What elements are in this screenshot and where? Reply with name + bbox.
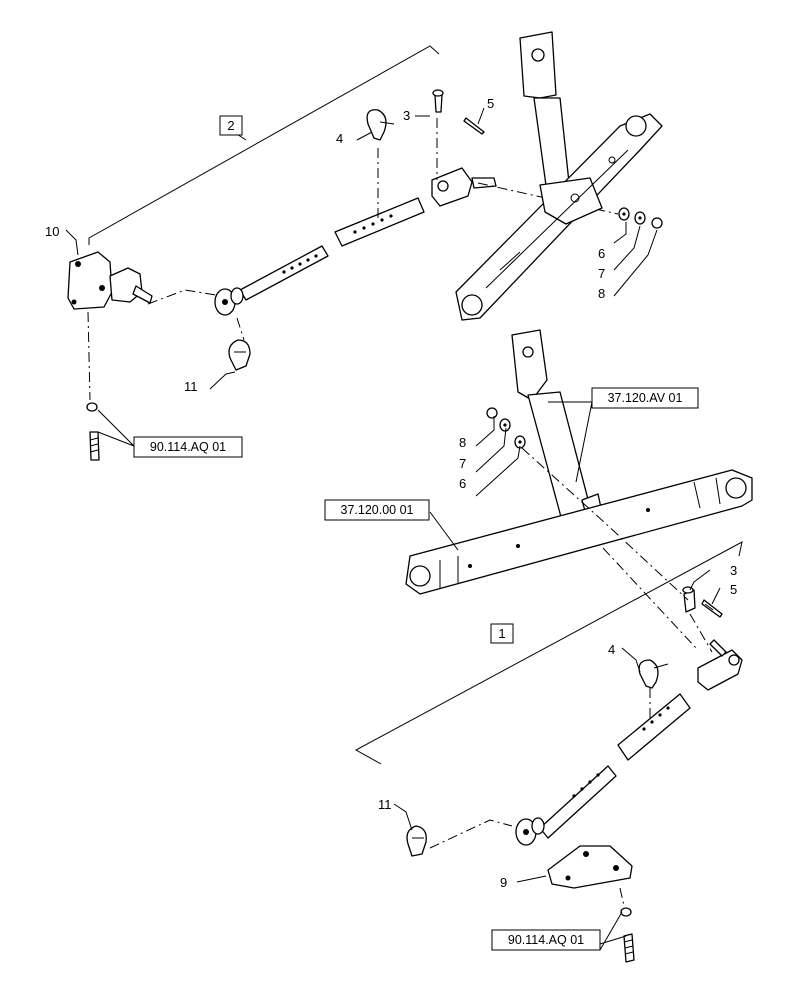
label-10: 10 [45,224,59,239]
callout-box-2 [219,115,243,136]
label-4-upper: 4 [336,131,343,146]
ref-box-lower-bolt [491,929,601,951]
label-7-upper: 7 [598,266,605,281]
upper-frame [455,31,663,321]
group-2-bracket-line [88,45,440,245]
label-5-lower: 5 [730,582,737,597]
lynch-clip-4-upper [366,109,395,141]
label-11-lower: 11 [378,797,392,812]
callout-box-1 [490,623,514,644]
label-9: 9 [500,875,507,890]
mounting-bracket-10 [67,251,153,310]
ref-vertical-link: 37.120.AV 01 [608,391,683,405]
label-5-upper: 5 [487,96,494,111]
group-1-bracket-line [354,541,743,765]
label-4-lower: 4 [608,642,615,657]
group-2-assembly [65,31,663,461]
lynch-clip-11-lower [406,825,427,857]
ref-box-vertical-link [591,387,699,409]
bolt-lower [620,907,635,963]
ref-box-upper-bolt [133,436,243,458]
lynch-clip-11-upper [228,339,251,371]
label-3-upper: 3 [403,108,410,123]
group-1-assembly [354,329,753,963]
label-6-lower: 6 [459,476,466,491]
pin-3-lower [682,586,696,613]
upper-link-clevis [431,167,473,207]
label-8-upper: 8 [598,286,605,301]
washers-6-7-8-lower [486,407,526,449]
bolt-upper [86,402,100,461]
ref-box-crossbar [324,499,430,521]
label-11-upper: 11 [184,379,198,394]
label-3-lower: 3 [730,563,737,578]
label-7-lower: 7 [459,456,466,471]
ref-crossbar: 37.120.00 01 [341,503,414,517]
washers-6-7-8-upper [618,207,663,229]
ref-lower-bolt: 90.114.AQ 01 [508,933,584,947]
pin-3-upper [432,89,444,113]
lynch-clip-4-lower [638,659,669,689]
callout-1: 1 [498,626,505,641]
lower-link-assembly [515,639,743,846]
upper-link-assembly [214,167,497,316]
mounting-bracket-9 [547,845,633,889]
label-8-lower: 8 [459,435,466,450]
cotter-5-upper [463,117,485,135]
upper-link-tube [334,197,425,247]
crossbar [405,469,753,595]
callout-2: 2 [227,118,234,133]
label-6-upper: 6 [598,246,605,261]
ref-upper-bolt: 90.114.AQ 01 [150,440,226,454]
